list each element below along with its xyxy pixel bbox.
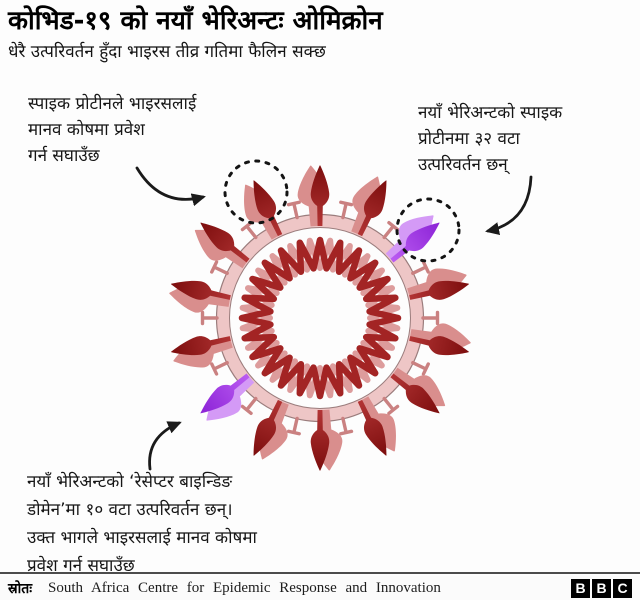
bbc-logo: B B C (571, 578, 632, 598)
mutated-spike-protein (385, 215, 440, 263)
spike-protein (351, 176, 387, 237)
membrane-inner-edge (229, 227, 411, 409)
membrane-protein-pin (286, 416, 301, 436)
annotation-arrow (135, 166, 206, 207)
spike-protein (253, 399, 289, 460)
spike-protein (244, 180, 283, 240)
membrane-protein-pin (200, 310, 219, 326)
membrane-protein-pin (339, 200, 354, 220)
annotation-arrow (485, 175, 533, 235)
annotation-line: मानव कोषमा प्रवेश (28, 120, 145, 140)
membrane-protein-pin (286, 200, 301, 220)
annotation-line: उत्परिवर्तन छन् (418, 155, 508, 175)
spike-protein (310, 409, 343, 471)
mutation-highlight-circle (395, 197, 461, 263)
spike-protein (409, 323, 471, 356)
bbc-logo-block: B (571, 578, 590, 598)
spike-protein (194, 222, 250, 269)
spike-protein (357, 396, 396, 456)
annotation-line: गर्न सघाउँछ (28, 146, 100, 166)
page-title: कोभिड-१९ को नयाँ भेरिअन्टः ओमिक्रोन (8, 6, 383, 36)
footer-divider (0, 572, 640, 574)
annotation-line: नयाँ भेरिअन्टको ‘रेसेप्टर बाइन्डिङ (27, 472, 233, 492)
membrane-protein-pin (210, 360, 229, 376)
page-subtitle: धेरै उत्परिवर्तन हुँदा भाइरस तीव्र गतिमा… (8, 42, 326, 62)
membrane-protein-pin (382, 396, 400, 415)
annotation-receptor-binding-domain: नयाँ भेरिअन्टको ‘रेसेप्टर बाइन्डिङ डोमेन… (27, 468, 257, 580)
source-label: स्रोतः (8, 580, 33, 597)
footer: स्रोतः South Africa Centre for Epidemic … (0, 576, 640, 600)
spike-protein (169, 280, 231, 313)
annotation-line: नयाँ भेरिअन्टको स्पाइक (418, 103, 563, 123)
bbc-logo-block: B (592, 578, 611, 598)
annotation-line: प्रवेश गर्न सघाउँछ (27, 556, 135, 576)
annotation-line: स्पाइक प्रोटीनले भाइरसलाई (28, 94, 197, 114)
annotation-line: प्रोटीनमा ३२ वटा (418, 129, 520, 149)
spike-protein (297, 165, 330, 227)
annotation-arrow (148, 421, 182, 471)
annotation-variant-spike-mutations: नयाँ भेरिअन्टको स्पाइक प्रोटीनमा ३२ वटा … (418, 100, 562, 178)
membrane-protein-pin (210, 260, 229, 276)
annotation-line: डोमेन’मा १० वटा उत्परिवर्तन छन्। (27, 500, 233, 520)
membrane-protein-pin (421, 310, 440, 326)
mutated-spike-protein (200, 373, 255, 421)
annotation-line: उक्त भागले भाइरसलाई मानव कोषमा (27, 528, 257, 548)
spike-protein (390, 367, 446, 414)
membrane-protein-pin (411, 260, 430, 276)
membrane-protein-pin (382, 221, 400, 240)
source-text: South Africa Centre for Epidemic Respons… (48, 579, 441, 596)
membrane-protein-pin (339, 416, 354, 436)
rna-coil-front (238, 236, 402, 400)
rna-coil-back (239, 237, 401, 399)
annotation-spike-protein: स्पाइक प्रोटीनले भाइरसलाई मानव कोषमा प्र… (28, 91, 196, 169)
spike-protein (171, 336, 233, 368)
bbc-logo-block: C (613, 578, 632, 598)
membrane-protein-pin (240, 396, 258, 415)
spike-protein (407, 268, 469, 300)
mutation-highlight-circle (223, 159, 289, 225)
membrane-protein-pin (411, 360, 430, 376)
